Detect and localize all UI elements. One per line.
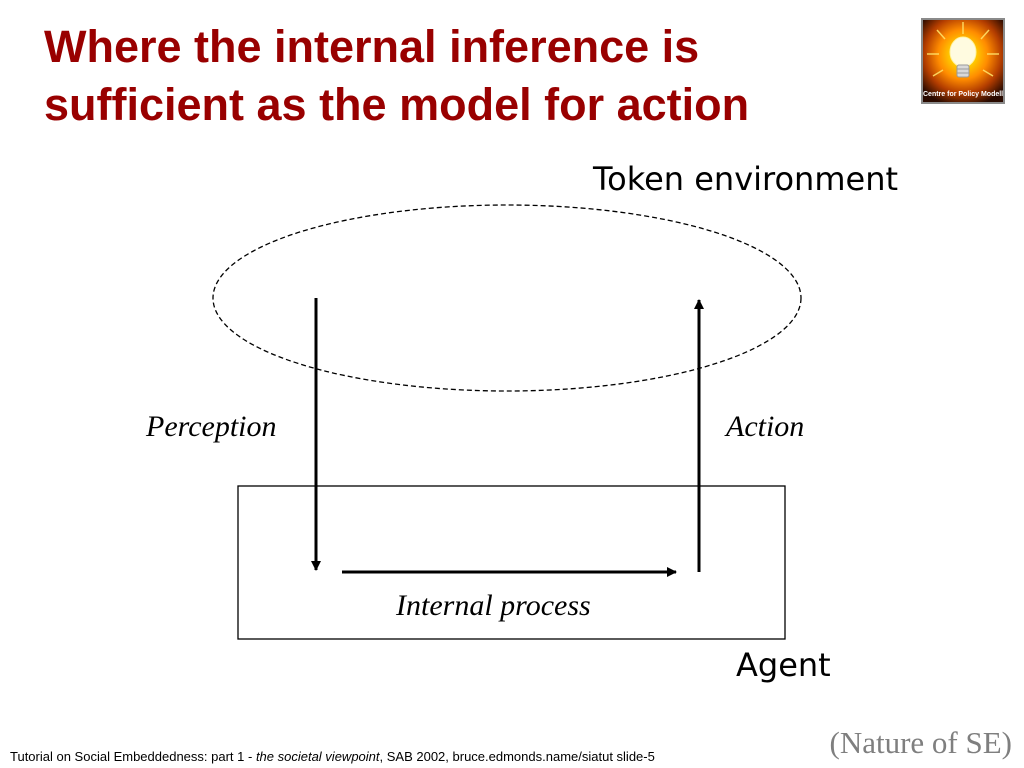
slide-title-line-2: sufficient as the model for action xyxy=(44,79,750,130)
token-environment-ellipse xyxy=(212,204,802,392)
perception-label: Perception xyxy=(146,410,277,443)
logo: Centre for Policy Modelling xyxy=(921,18,1005,104)
agent-label: Agent xyxy=(736,646,831,684)
internal-process-label: Internal process xyxy=(396,589,591,622)
slide-title-line-1: Where the internal inference is xyxy=(44,21,700,72)
logo-text: Centre for Policy Modelling xyxy=(923,91,1005,98)
lightbulb-icon xyxy=(927,22,999,78)
action-label: Action xyxy=(726,410,805,443)
slide-title: Where the internal inference is sufficie… xyxy=(44,18,904,134)
token-environment-label: Token environment xyxy=(593,160,899,198)
footer-suffix: , SAB 2002, bruce.edmonds.name/siatut sl… xyxy=(379,749,655,764)
footer-prefix: Tutorial on Social Embeddedness: part 1 … xyxy=(10,749,256,764)
footer: Tutorial on Social Embeddedness: part 1 … xyxy=(10,749,655,764)
section-tag: (Nature of SE) xyxy=(829,725,1013,760)
agent-box xyxy=(237,485,786,640)
footer-italic: the societal viewpoint xyxy=(255,749,380,764)
